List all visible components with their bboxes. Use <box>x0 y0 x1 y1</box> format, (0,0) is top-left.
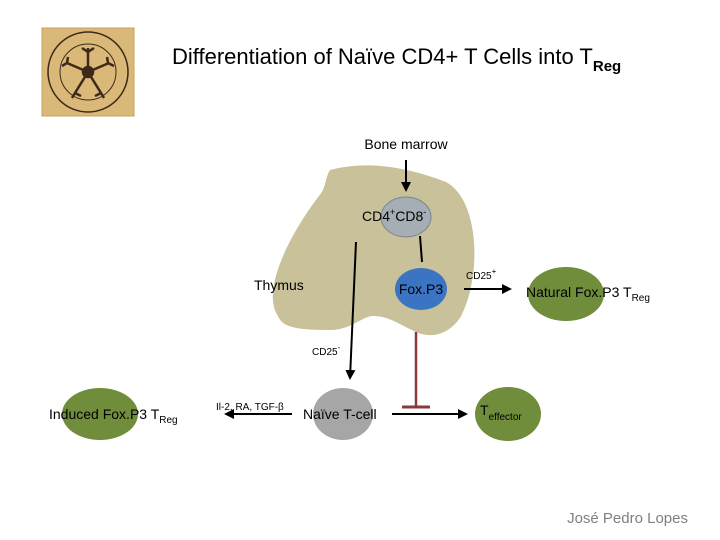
cd4-cd8-label: CD4+CD8- <box>362 207 426 224</box>
induced-treg-label: Induced Fox.P3 TReg <box>49 406 178 426</box>
slide-title: Differentiation of Naïve CD4+ T Cells in… <box>172 44 621 75</box>
seal-inner-ring <box>59 43 117 101</box>
naive-tcell-label: Naïve T-cell <box>303 406 377 422</box>
induced-treg-cell <box>62 388 138 440</box>
thymus-label: Thymus <box>254 277 304 293</box>
teffector-cell <box>475 387 541 441</box>
cd25-minus-arrow <box>345 241 357 380</box>
cd25-plus-label: CD25+ <box>466 267 497 282</box>
seal-antibody-icon <box>61 46 115 99</box>
natural-treg-label: Natural Fox.P3 TReg <box>526 284 650 304</box>
society-seal-logo <box>41 27 135 117</box>
foxp3-cell <box>395 268 447 310</box>
author-credit: José Pedro Lopes <box>567 510 688 527</box>
cd4-cd8-cell <box>380 196 432 238</box>
natural-treg-cell <box>528 267 604 321</box>
cytokine-label: Il-2, RA, TGF-β <box>216 402 284 413</box>
bone-marrow-label: Bone marrow <box>364 136 448 152</box>
foxp3-label: Fox.P3 <box>399 281 444 297</box>
cd25-minus-label: CD25- <box>312 343 341 358</box>
seal-outer-ring <box>47 31 129 113</box>
cd4cd8-to-foxp3-link <box>419 235 423 263</box>
teffector-label: Teffector <box>480 402 522 423</box>
naive-tcell-cell <box>313 388 373 440</box>
thymus-organ-shape <box>272 165 475 336</box>
